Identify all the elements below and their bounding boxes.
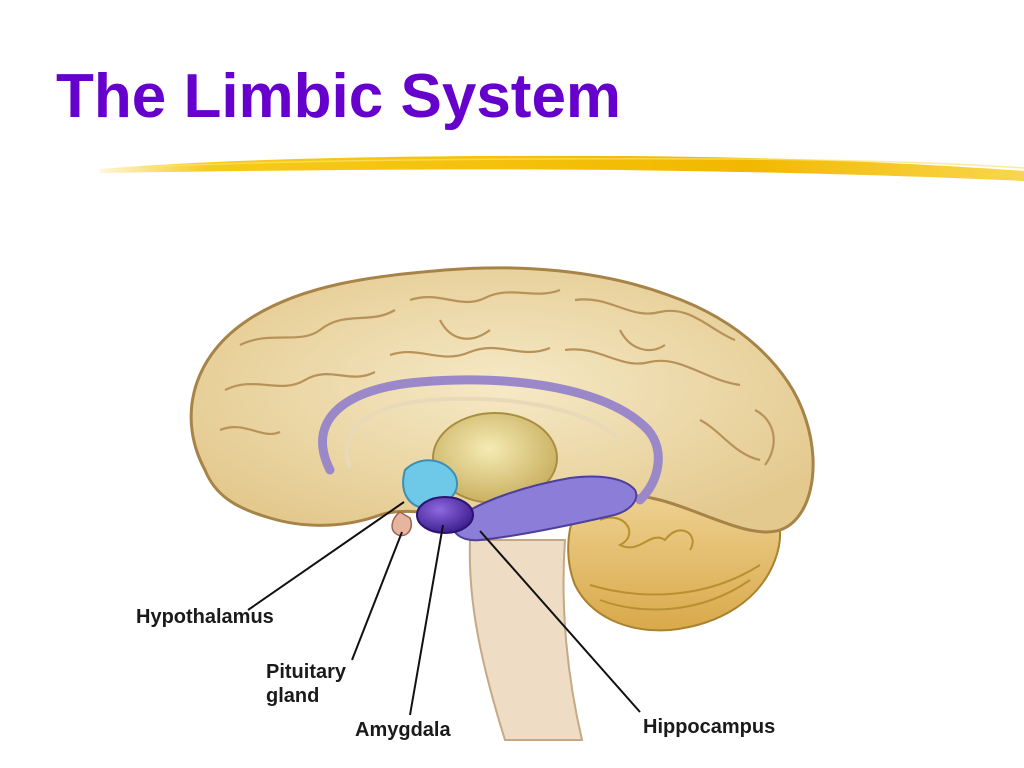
brainstem — [468, 539, 584, 741]
leader-line-amygdala — [409, 524, 444, 716]
label-hippocampus: Hippocampus — [643, 716, 776, 738]
amygdala — [416, 496, 474, 534]
label-amygdala: Amygdala — [355, 719, 451, 741]
leader-line-pituitary — [351, 531, 403, 661]
label-pituitary-line2: gland — [266, 685, 320, 707]
corpus-callosum — [318, 375, 663, 505]
label-pituitary-line1: Pituitary — [266, 661, 347, 683]
slide-title: The Limbic System — [56, 62, 622, 131]
label-hypothalamus: Hypothalamus — [136, 606, 274, 628]
label-pituitary-gland: Pituitary gland — [266, 660, 346, 708]
hippocampus — [452, 475, 638, 542]
pituitary-gland — [391, 511, 412, 537]
title-underline — [100, 155, 1024, 181]
leader-line-hypothalamus — [247, 501, 405, 611]
leader-line-hippocampus — [479, 530, 641, 713]
